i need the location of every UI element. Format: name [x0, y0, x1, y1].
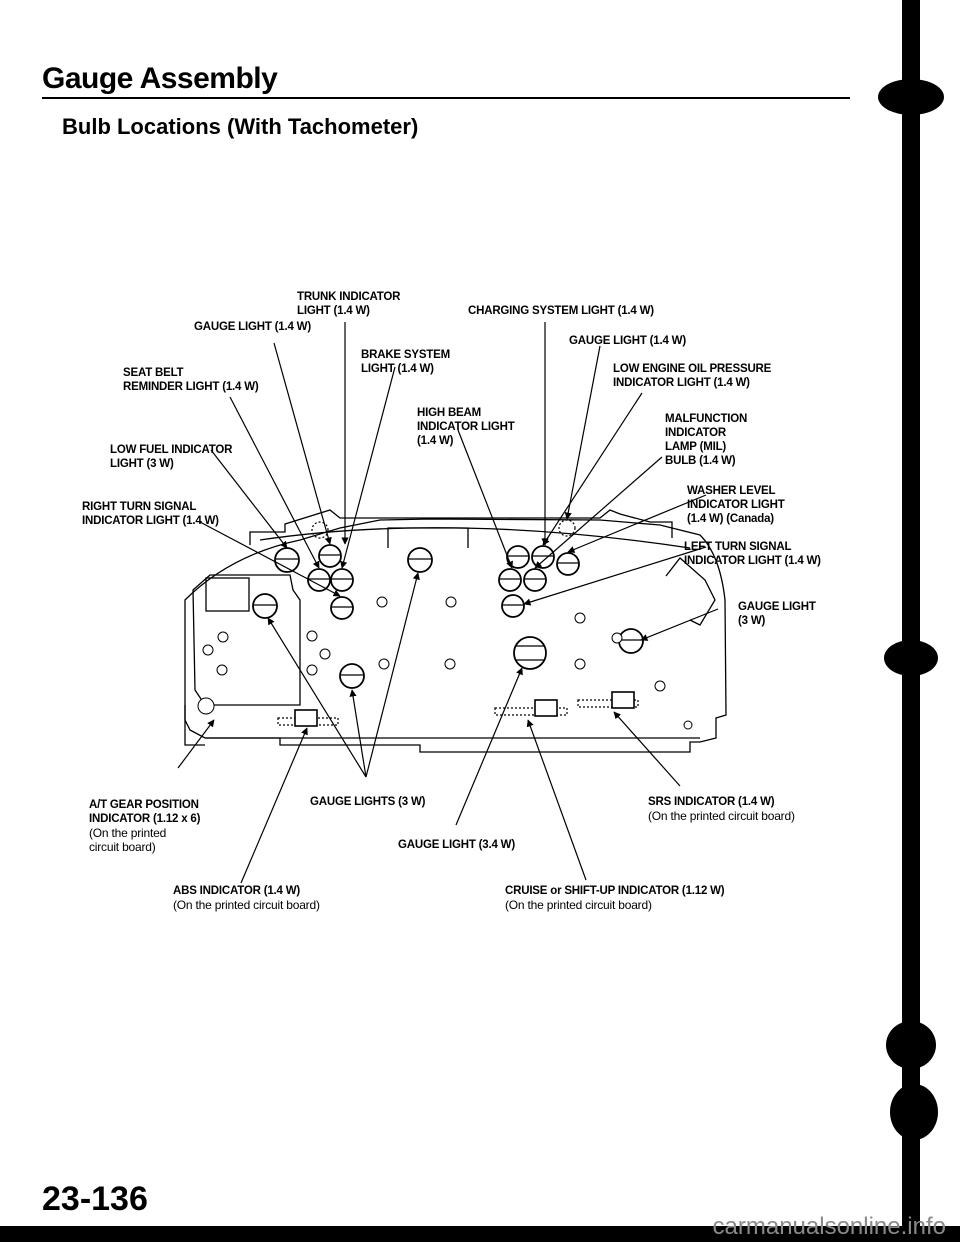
center-tab	[387, 527, 469, 548]
binder-ring-lower	[905, 745, 917, 805]
leader-gauge-3w	[640, 608, 719, 641]
bulb-socket	[330, 568, 354, 592]
pcb-window	[611, 691, 635, 709]
bulb-socket	[523, 568, 547, 592]
bulb-socket	[407, 547, 433, 573]
callout-gauge-light-right: GAUGE LIGHT (1.4 W)	[569, 335, 686, 347]
right-bracket	[665, 557, 716, 626]
screw	[378, 658, 390, 670]
binder-ring-footer	[890, 1084, 938, 1140]
bottom-border	[0, 1226, 960, 1242]
screw	[444, 658, 456, 670]
title-rule	[42, 97, 850, 99]
screw	[574, 612, 586, 624]
bulb-socket	[339, 663, 365, 689]
leader-oil	[542, 392, 643, 546]
callout-abs-indicator: ABS INDICATOR (1.4 W)(On the printed cir…	[173, 885, 320, 912]
mount-hole	[654, 680, 666, 692]
leader-cruise	[526, 719, 587, 881]
bulb-socket	[498, 568, 522, 592]
callout-gauge-light-left: GAUGE LIGHT (1.4 W)	[194, 321, 311, 333]
screw	[217, 631, 229, 643]
housing-top-frame	[249, 509, 673, 545]
housing-top-inner	[259, 527, 691, 549]
watermark: carmanualsonline.info	[712, 1213, 946, 1240]
callout-srs-indicator: SRS INDICATOR (1.4 W)(On the printed cir…	[648, 796, 795, 823]
leader-low-fuel	[210, 449, 288, 549]
binder-ring-top	[878, 79, 944, 115]
leader-mil	[534, 456, 663, 569]
screw	[319, 648, 331, 660]
leader-right-turn	[199, 521, 341, 597]
screw	[306, 664, 318, 676]
callout-gauge-light-3-4w: GAUGE LIGHT (3.4 W)	[398, 839, 515, 851]
bulb-socket	[531, 545, 555, 569]
housing-outline	[184, 518, 727, 753]
callout-gauge-light-3w: GAUGE LIGHT(3 W)	[738, 601, 816, 627]
callout-charging-system: CHARGING SYSTEM LIGHT (1.4 W)	[468, 305, 654, 317]
binder-ring-bottom	[886, 1021, 936, 1069]
bulb-socket	[307, 568, 331, 592]
bulb-socket	[330, 596, 354, 620]
leader-gauge-lights-c	[365, 572, 420, 778]
left-inner-panel	[192, 574, 301, 706]
hidden-bulb	[311, 521, 329, 539]
leader-gauge-left	[273, 342, 332, 545]
leader-gauge-lights-a	[267, 617, 367, 778]
pcb-window	[534, 699, 558, 717]
leader-brake	[340, 366, 396, 569]
bulb-socket	[252, 593, 278, 619]
left-display-window	[205, 577, 250, 612]
bulb-socket	[618, 628, 644, 654]
leader-gauge-right	[564, 345, 601, 520]
screw	[611, 632, 623, 644]
leader-high-beam	[457, 429, 513, 569]
section-subtitle: Bulb Locations (With Tachometer)	[62, 114, 419, 139]
leader-washer	[567, 494, 707, 553]
binder-ring-middle	[884, 640, 938, 676]
page-title: Gauge Assembly	[42, 62, 278, 95]
callout-cruise-shift-up: CRUISE or SHIFT-UP INDICATOR (1.12 W)(On…	[505, 885, 725, 912]
leader-left-turn	[523, 546, 707, 606]
mount-hole	[197, 697, 215, 715]
bulb-socket	[556, 552, 580, 576]
screw	[306, 630, 318, 642]
screw	[445, 596, 457, 608]
leader-gauge-lights-b	[349, 689, 367, 778]
left-bottom-flange	[184, 705, 205, 746]
screw	[202, 644, 214, 656]
screw	[216, 664, 228, 676]
leader-gauge-3-4w	[455, 667, 523, 826]
leader-srs	[613, 711, 681, 787]
screw	[574, 658, 586, 670]
hidden-bulb	[558, 519, 576, 537]
leader-abs	[240, 727, 308, 884]
pcb-indicator-outline	[577, 699, 639, 708]
bulb-socket	[318, 544, 342, 568]
bulb-socket-large	[513, 636, 547, 670]
bulb-socket	[501, 594, 525, 618]
callout-gauge-lights-3w: GAUGE LIGHTS (3 W)	[310, 796, 426, 808]
pcb-indicator-outline	[494, 707, 568, 716]
leader-at-gear	[177, 719, 215, 769]
leader-seat-belt	[229, 396, 320, 569]
screw	[376, 596, 388, 608]
page-number: 23-136	[42, 1180, 148, 1218]
pcb-window	[294, 709, 318, 727]
mount-hole	[683, 720, 693, 730]
